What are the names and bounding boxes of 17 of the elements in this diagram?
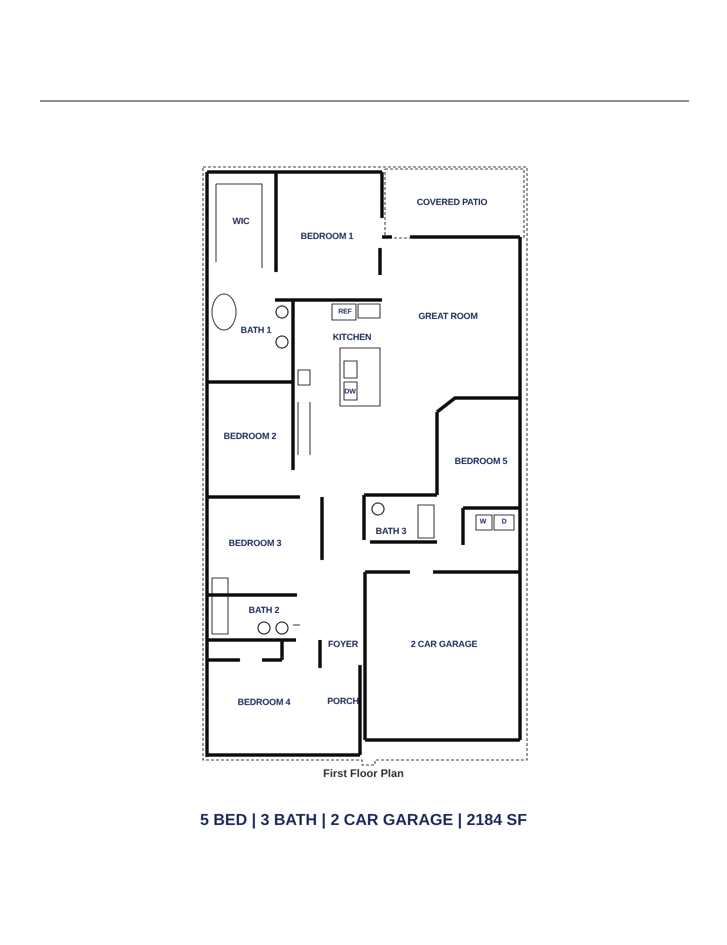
room-label: BATH 2: [248, 605, 280, 615]
room-label: BEDROOM 1: [300, 231, 354, 241]
room-label: BEDROOM 3: [228, 538, 282, 548]
room-label: 2 CAR GARAGE: [410, 639, 478, 649]
room-label: BEDROOM 4: [238, 697, 290, 707]
room-label: BATH 3: [376, 526, 406, 536]
room-label: PORCH: [327, 696, 359, 706]
room-label: BEDROOM 2: [224, 431, 276, 441]
room-label: COVERED PATIO: [416, 197, 488, 207]
room-label: BEDROOM 5: [454, 456, 508, 466]
room-label: BATH 1: [240, 325, 272, 335]
room-label: KITCHEN: [332, 332, 372, 342]
room-label: FOYER: [328, 639, 358, 649]
room-label: WIC: [232, 216, 250, 226]
plan-caption: First Floor Plan: [323, 768, 404, 780]
room-label: GREAT ROOM: [418, 311, 478, 321]
home-specs-text: 5 BED | 3 BATH | 2 CAR GARAGE | 2184 SF: [200, 812, 527, 829]
